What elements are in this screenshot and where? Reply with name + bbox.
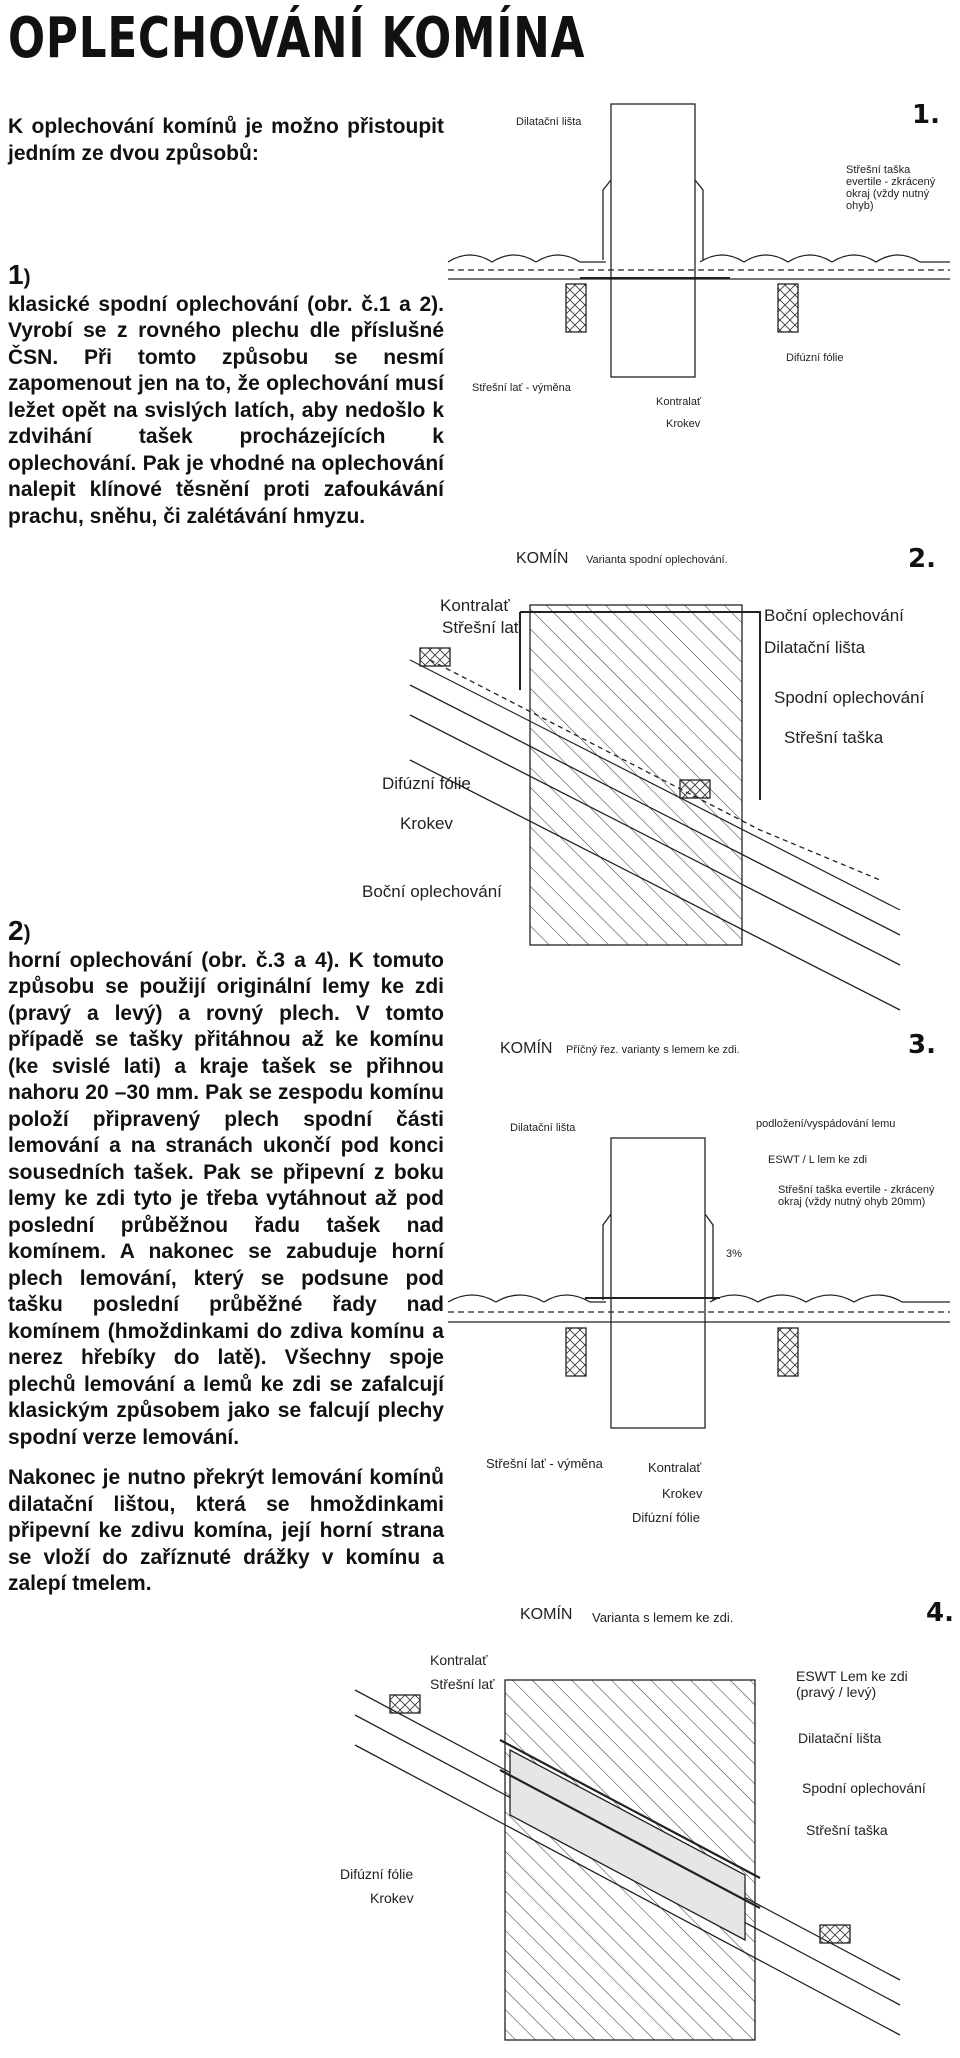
fig3-label-stresni-lat: Střešní lať - výměna: [486, 1456, 603, 1471]
fig2-label-dilatacni-lista: Dilatační lišta: [764, 638, 866, 657]
figure-2-drawing: [409, 604, 901, 1011]
fig1-label-stresni-lat: Střešní lať - výměna: [472, 382, 571, 394]
figure-4-drawing: [354, 1679, 901, 2041]
figure-3-drawing: [447, 1137, 950, 1429]
fig2-label-kontralat: Kontralať: [440, 596, 510, 615]
fig3-label-kontralat: Kontralať: [648, 1460, 702, 1475]
fig4-label-krokev: Krokev: [370, 1890, 414, 1906]
figure-1-number: 1.: [912, 100, 940, 130]
section1-keyword: spodní oplechování: [98, 292, 299, 316]
section2-block: 2) horní oplechování (obr. č.3 a 4). K t…: [8, 915, 444, 1596]
fig2-label-stresni-taska: Střešní taška: [784, 728, 884, 747]
section1-block: 1) klasické spodní oplechování (obr. č.1…: [8, 259, 444, 528]
figure-1-drawing: [447, 103, 950, 378]
section2-number: 2: [8, 915, 24, 946]
fig4-label-stresni-taska: Střešní taška: [806, 1822, 888, 1838]
fig4-label-dilatacni-lista: Dilatační lišta: [798, 1730, 882, 1746]
section2-text2: Nakonec je nutno překrýt lemování komínů…: [8, 1466, 444, 1595]
fig4-label-stresni-lat: Střešní lať: [430, 1676, 495, 1692]
fig3-label-eswt: ESWT / L lem ke zdi: [768, 1154, 868, 1166]
intro-paragraph: K oplechování komínů je možno přistoupit…: [8, 115, 444, 165]
fig3-label-podlozeni: podložení/vyspádování lemu: [756, 1118, 896, 1130]
figure-2-number: 2.: [908, 544, 936, 574]
fig1-caption-sub: Varianta spodní oplechování.: [586, 554, 728, 566]
fig4-label-difuzni-folie: Difúzní fólie: [340, 1866, 414, 1882]
fig3-label-sklon: 3%: [726, 1248, 742, 1260]
fig4-label-kontralat: Kontralať: [430, 1652, 488, 1668]
fig4-label-spodni-oplechovani: Spodní oplechování: [802, 1780, 926, 1796]
section2-text: (obr. č.3 a 4). K tomuto způsobu se použ…: [8, 948, 444, 1449]
fig3-label-dilatacni-lista: Dilatační lišta: [510, 1122, 576, 1134]
page-title: OPLECHOVÁNÍ KOMÍNA: [8, 6, 586, 71]
fig3-label-difuzni-folie: Difúzní fólie: [632, 1510, 700, 1525]
fig1-label-kontralat: Kontralať: [656, 396, 702, 408]
fig3-label-krokev: Krokev: [662, 1486, 703, 1501]
fig1-caption-main: KOMÍN: [516, 550, 569, 567]
section1-number: 1: [8, 259, 24, 290]
figure-4-number: 4.: [926, 1598, 954, 1628]
fig2-label-krokev: Krokev: [400, 814, 453, 833]
fig1-label-krokev: Krokev: [666, 418, 701, 430]
fig2-label-bocni-oplechovani-2: Boční oplechování: [362, 882, 502, 901]
fig4-caption-main: KOMÍN: [520, 1606, 573, 1623]
fig2-label-difuzni-folie: Difúzní fólie: [382, 774, 471, 793]
section1-text: (obr. č.1 a 2). Vyrobí se z rovného plec…: [8, 292, 444, 528]
fig3-caption-sub: Příčný řez. varianty s lemem ke zdi.: [566, 1044, 740, 1056]
section1-pre: klasické: [8, 292, 90, 316]
fig2-label-spodni-oplechovani: Spodní oplechování: [774, 688, 925, 707]
fig2-label-stresni-lat: Střešní lať: [442, 618, 521, 637]
fig3-caption-main: KOMÍN: [500, 1040, 553, 1057]
section2-keyword: horní oplechování: [8, 948, 193, 972]
fig1-label-dilatacni-lista: Dilatační lišta: [516, 116, 582, 128]
fig3-label-stresni-taska: Střešní taška evertile - zkrácený okraj …: [778, 1184, 935, 1208]
fig1-label-stresni-taska: Střešní taška evertile - zkrácený okraj …: [846, 164, 936, 212]
fig1-label-difuzni-folie: Difúzní fólie: [786, 352, 844, 364]
fig4-caption-sub: Varianta s lemem ke zdi.: [592, 1610, 734, 1625]
fig2-label-bocni-oplechovani: Boční oplechování: [764, 606, 904, 625]
figure-3-number: 3.: [908, 1030, 936, 1060]
fig4-label-eswt: ESWT Lem ke zdi (pravý / levý): [796, 1668, 908, 1700]
